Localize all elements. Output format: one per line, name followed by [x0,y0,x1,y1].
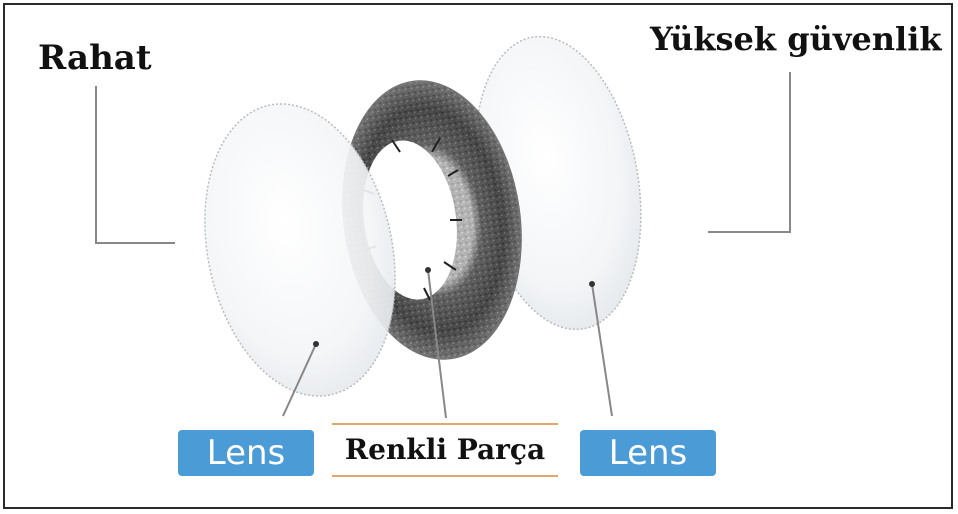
pointer-dot-left [313,341,319,347]
colored-part-label: Renkli Parça [332,423,558,477]
lens-badge-right: Lens [580,430,716,476]
callout-line-right [708,72,790,232]
comfort-label: Rahat [38,38,152,78]
pointer-dot-center [425,267,431,273]
pointer-dot-right [589,281,595,287]
callout-line-left [96,86,175,243]
high-safety-label: Yüksek güvenlik [650,20,942,58]
lens-badge-left: Lens [178,430,314,476]
